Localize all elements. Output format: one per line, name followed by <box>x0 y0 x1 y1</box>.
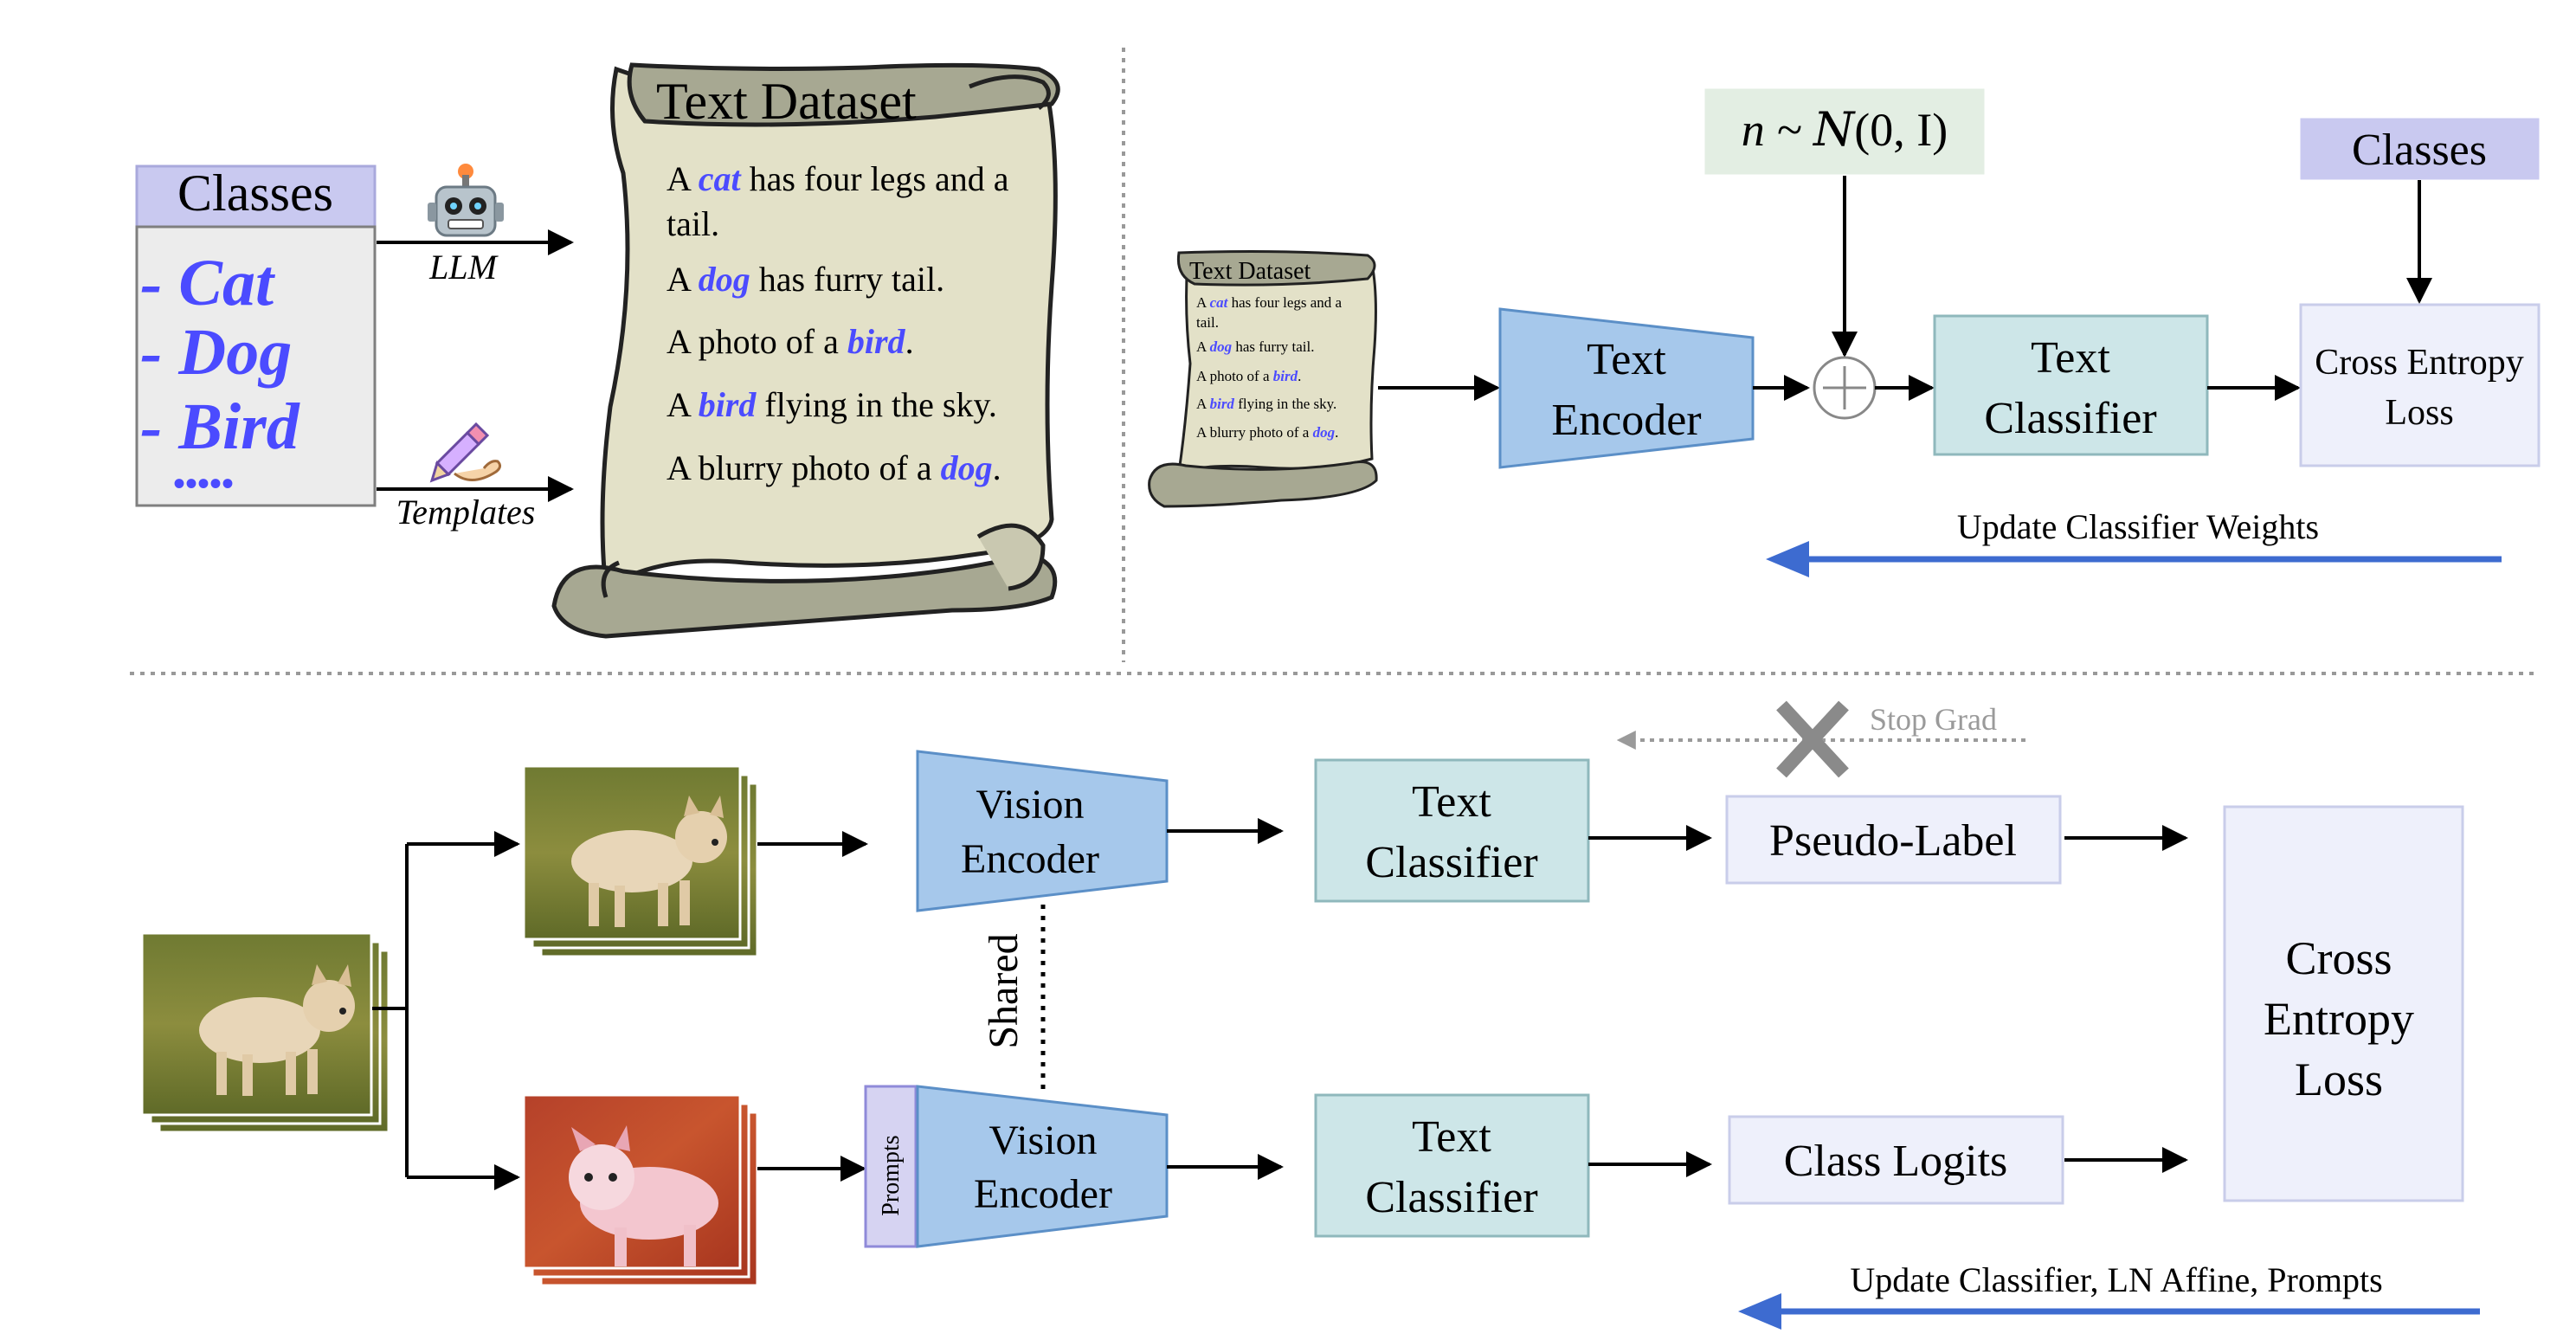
scroll-sentence-1: A cat has four legs and a <box>667 159 1009 198</box>
panel-test-time-adaptation: Vision Encoder Shared Prompts Vision Enc… <box>140 700 2480 1330</box>
scroll-sentence-5: A blurry photo of a dog. <box>667 448 1001 487</box>
bulldog-photo-strong <box>569 1125 718 1266</box>
shared-label: Shared <box>981 933 1027 1048</box>
cross-entropy-loss-box <box>2299 303 2541 467</box>
prompts-block <box>864 1085 918 1248</box>
text-classifier-bottom <box>1314 1093 1590 1238</box>
robot-icon <box>428 164 504 237</box>
weak-augmented-image-stack <box>522 764 759 958</box>
text-classifier-top-label-2: Classifier <box>1365 838 1537 887</box>
update-weights-arrowhead <box>1766 541 1809 577</box>
loss-big-label-2: Entropy <box>2264 993 2414 1045</box>
cross-entropy-loss-big <box>2223 805 2464 1202</box>
text-encoder-block <box>1498 307 1755 469</box>
class-item-ellipsis: ••••• <box>173 464 234 503</box>
noise-formula: n ~ N(0, I) <box>1742 102 1948 157</box>
text-classifier-bottom-label-1: Text <box>1412 1112 1491 1162</box>
panel-text-generation: Classes - Cat - Dog - Bird ••••• LLM Tem… <box>135 62 1060 639</box>
class-logits-text: Class Logits <box>1784 1137 2008 1186</box>
vision-encoder-bottom-label-1: Vision <box>989 1118 1097 1163</box>
pseudo-label-box <box>1725 795 2062 885</box>
scroll-sentence-1b: tail. <box>667 204 719 243</box>
update-classifier-weights-label: Update Classifier Weights <box>1957 507 2319 546</box>
source-image-stack <box>140 931 390 1134</box>
text-classifier-top-label-1: Text <box>1412 777 1491 827</box>
classes-label: Classes <box>2352 126 2487 175</box>
vision-encoder-bottom-label-2: Encoder <box>974 1171 1112 1217</box>
mini-text-dataset-scroll <box>1148 250 1378 508</box>
mini-sentence-5: A blurry photo of a dog. <box>1196 424 1338 441</box>
mini-sentence-1: A cat has four legs and a <box>1196 294 1343 311</box>
stop-grad-label: Stop Grad <box>1870 702 1997 737</box>
vision-encoder-top-label-2: Encoder <box>961 836 1099 882</box>
class-list-box <box>135 225 377 507</box>
llm-label: LLM <box>428 248 499 287</box>
text-classifier-bottom-label-2: Classifier <box>1365 1173 1537 1222</box>
mini-sentence-2: A dog has furry tail. <box>1196 338 1314 355</box>
update-classifier-ln-prompts-label: Update Classifier, LN Affine, Prompts <box>1850 1260 2382 1299</box>
strong-augmented-image-stack <box>522 1093 759 1287</box>
loss-label-1: Cross Entropy <box>2315 343 2524 383</box>
class-logits-box <box>1728 1115 2064 1205</box>
mini-sentence-3: A photo of a bird. <box>1196 368 1301 384</box>
prompts-label: Prompts <box>878 1135 905 1215</box>
pseudo-label-text: Pseudo-Label <box>1769 816 2017 866</box>
templates-label: Templates <box>396 493 536 531</box>
loss-big-label-1: Cross <box>2285 932 2392 984</box>
loss-label-2: Loss <box>2385 393 2453 433</box>
vision-encoder-top-label-1: Vision <box>976 782 1084 828</box>
classes-header-box <box>135 164 377 229</box>
update-bottom-arrowhead <box>1738 1293 1781 1330</box>
noise-box <box>1704 88 1985 175</box>
scroll-sentence-3: A photo of a bird. <box>667 322 914 361</box>
mini-sentence-4: A bird flying in the sky. <box>1196 396 1336 412</box>
class-item-dog: - Dog <box>140 316 292 389</box>
mini-scroll-title: Text Dataset <box>1189 258 1311 285</box>
class-item-bird: - Bird <box>140 390 300 463</box>
vision-encoder-top <box>916 750 1169 912</box>
pen-writing-icon <box>429 422 502 483</box>
classes-header-label: Classes <box>177 164 333 222</box>
classes-label-box <box>2300 118 2540 180</box>
class-item-cat: - Cat <box>140 247 276 319</box>
text-classifier-label-2: Classifier <box>1984 394 2156 443</box>
bulldog-photo-source <box>199 964 355 1096</box>
scroll-title: Text Dataset <box>656 73 917 130</box>
text-classifier-top <box>1314 758 1590 903</box>
mini-sentence-1b: tail. <box>1196 314 1219 331</box>
stop-grad-x-icon <box>1776 700 1849 778</box>
text-encoder-label-1: Text <box>1587 335 1666 384</box>
vision-encoder-bottom <box>916 1085 1169 1248</box>
text-classifier-block <box>1933 314 2209 456</box>
text-dataset-scroll <box>551 62 1060 639</box>
scroll-sentence-2: A dog has furry tail. <box>667 260 944 299</box>
text-classifier-label-1: Text <box>2031 333 2110 383</box>
loss-big-label-3: Loss <box>2295 1053 2383 1105</box>
panel-text-classifier-training: Text Dataset A cat has four legs and a t… <box>1148 88 2541 577</box>
bulldog-photo-weak <box>571 796 727 927</box>
text-encoder-label-2: Encoder <box>1551 396 1701 445</box>
scroll-sentence-4: A bird flying in the sky. <box>667 385 997 424</box>
